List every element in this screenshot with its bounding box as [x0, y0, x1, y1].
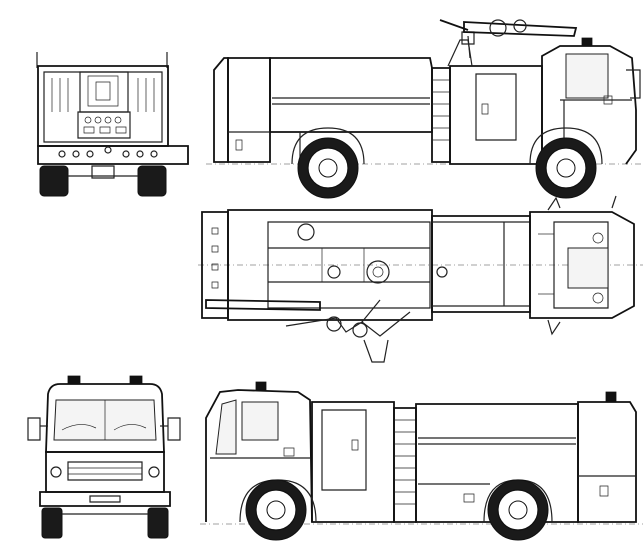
rear-wheel-right	[138, 166, 166, 196]
front-wheel-right	[148, 508, 168, 538]
cab-left	[206, 390, 312, 522]
mirror-left	[28, 418, 40, 440]
front-bumper	[40, 492, 170, 506]
front-view	[28, 376, 180, 538]
front-wheel-left	[42, 508, 62, 538]
water-tank	[270, 58, 432, 132]
beacon-right	[130, 376, 142, 384]
top-view	[198, 196, 643, 334]
rear-wheel-left	[40, 166, 68, 196]
rear-bumper	[38, 146, 188, 164]
cab-front	[46, 384, 164, 452]
rear-view	[37, 52, 188, 196]
cab-top	[530, 212, 634, 318]
water-cannon	[464, 22, 576, 36]
monitor-barrel	[206, 300, 320, 310]
hatch-icon	[298, 224, 314, 240]
cab-right	[542, 46, 636, 164]
side-view-left	[200, 300, 643, 540]
mirror-right	[168, 418, 180, 440]
beacon-left	[68, 376, 80, 384]
side-view-right	[206, 20, 643, 198]
manhole-icon	[367, 261, 389, 283]
